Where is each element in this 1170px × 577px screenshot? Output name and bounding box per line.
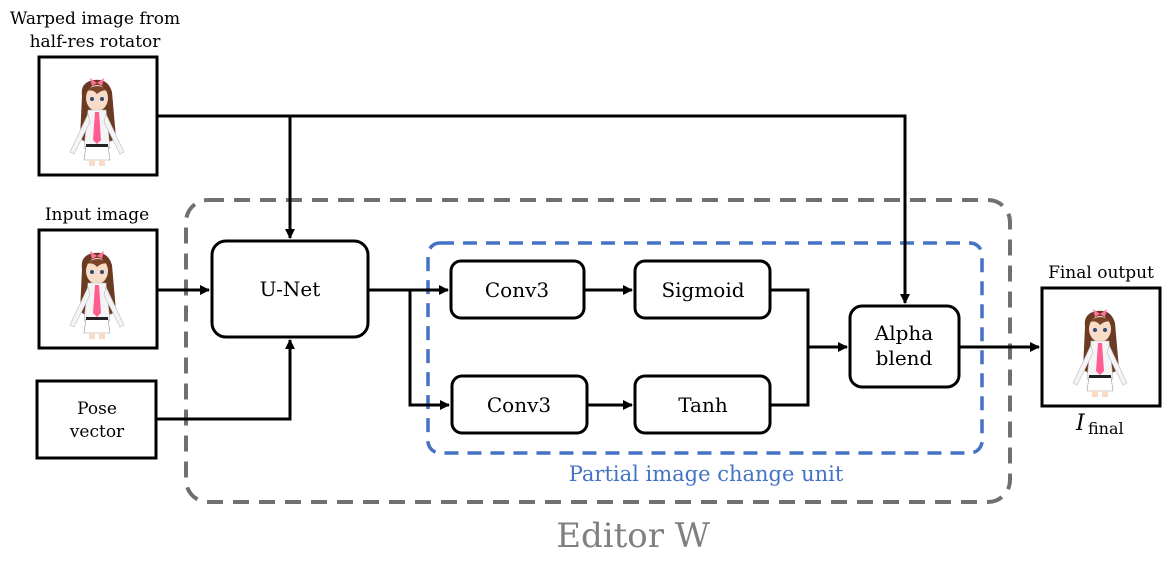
alpha-label-line1: Alpha bbox=[874, 321, 934, 345]
partial-unit-border bbox=[426, 241, 984, 455]
editor-group-border bbox=[184, 198, 1012, 504]
warped-image-thumbnail bbox=[37, 55, 159, 177]
final-output-thumbnail bbox=[1040, 286, 1162, 408]
input-image-label: Input image bbox=[45, 205, 149, 225]
warped-label-line1: Warped image from bbox=[10, 9, 180, 29]
unet-to-conv3-bottom-arrow bbox=[408, 290, 450, 410]
merge-line bbox=[770, 288, 810, 407]
conv3-top-label: Conv3 bbox=[485, 278, 549, 302]
pose-vector-box bbox=[35, 379, 158, 460]
alpha-label-line2: blend bbox=[876, 346, 933, 370]
editor-label: Editor W bbox=[556, 516, 710, 556]
unet-label: U-Net bbox=[260, 277, 321, 301]
final-symbol-sub: final bbox=[1088, 419, 1124, 438]
pose-to-unet-arrow bbox=[156, 339, 295, 421]
final-output-label: Final output bbox=[1048, 263, 1154, 283]
warped-label-line2: half-res rotator bbox=[30, 32, 162, 52]
connectors bbox=[156, 114, 1040, 421]
sigmoid-label: Sigmoid bbox=[661, 278, 744, 302]
tanh-label: Tanh bbox=[678, 393, 728, 417]
conv3-bottom-label: Conv3 bbox=[487, 393, 551, 417]
pose-label-line2: vector bbox=[69, 422, 125, 442]
warped-to-alpha-arrow bbox=[157, 114, 910, 304]
final-symbol-main: I bbox=[1075, 411, 1086, 436]
input-image-thumbnail bbox=[37, 228, 159, 350]
partial-unit-label: Partial image change unit bbox=[569, 462, 844, 486]
pose-label-line1: Pose bbox=[77, 399, 117, 419]
